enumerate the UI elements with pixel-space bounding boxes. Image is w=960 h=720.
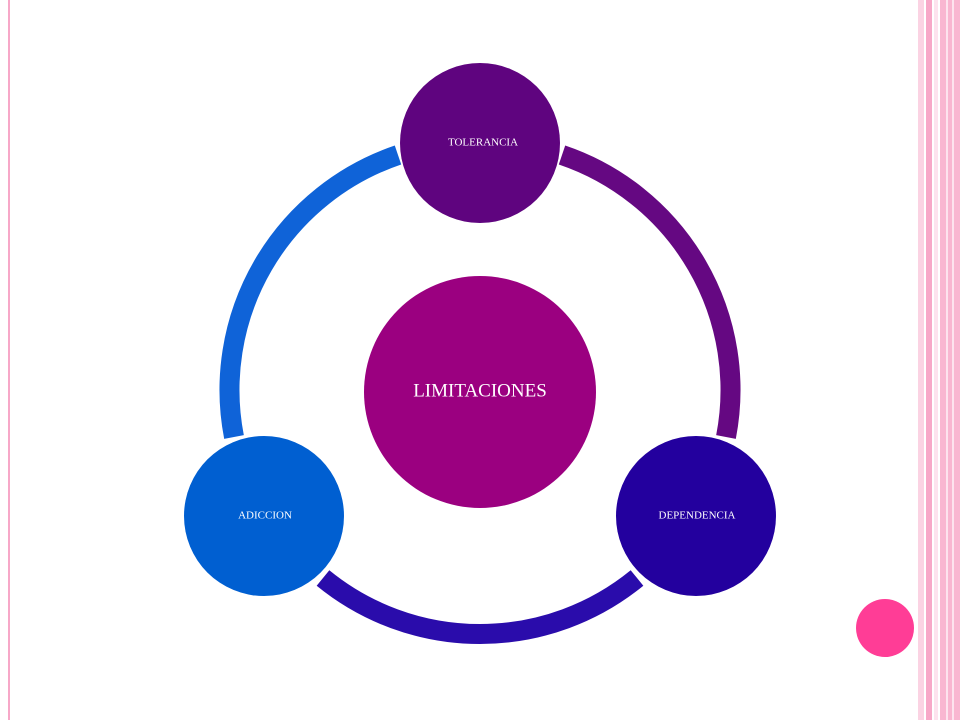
- ring-segment-tolerancia-dependencia: [558, 145, 741, 439]
- node-tolerancia: [400, 63, 560, 223]
- left-decorative-rule: [8, 0, 10, 720]
- right-stripe-3: [934, 0, 938, 720]
- node-tolerancia-label: TOLERANCIA: [448, 137, 518, 149]
- node-adiccion-label: ADICCION: [238, 510, 292, 522]
- node-dependencia-label: DEPENDENCIA: [659, 510, 736, 522]
- ring-segment-dependencia-adiccion: [316, 570, 644, 645]
- ring-segment-adiccion-tolerancia: [219, 145, 402, 439]
- center-circle: [364, 276, 596, 508]
- node-adiccion: [184, 436, 344, 596]
- center-label: LIMITACIONES: [413, 380, 547, 401]
- right-stripe-2: [926, 0, 932, 720]
- right-stripe-4: [940, 0, 960, 720]
- right-stripe-6: [952, 0, 954, 720]
- right-stripe-5: [946, 0, 948, 720]
- right-stripe-1: [918, 0, 924, 720]
- pink-accent-dot: [856, 599, 914, 657]
- node-dependencia: [616, 436, 776, 596]
